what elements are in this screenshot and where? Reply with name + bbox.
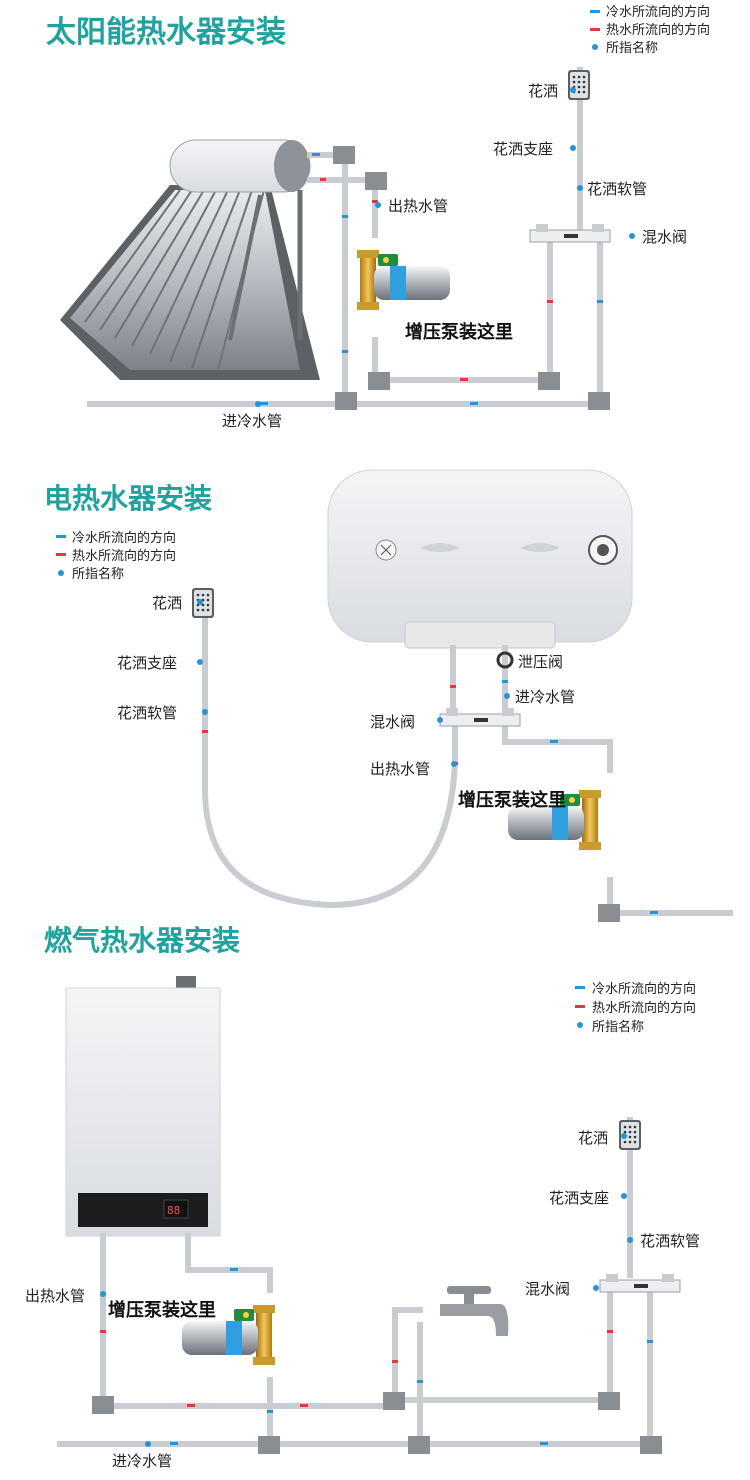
gas-label-mixing-valve: 混水阀: [525, 1280, 570, 1298]
legend-hot-label: 热水所流向的方向: [72, 548, 176, 564]
electric-shower-head-icon: [192, 588, 214, 618]
solar-label-shower-head: 花洒: [528, 82, 558, 100]
electric-water-heater: [328, 470, 632, 648]
name-dot-icon: [58, 570, 64, 576]
solar-section-title: 太阳能热水器安装: [46, 15, 286, 50]
gas-label-pump-here: 增压泵装这里: [108, 1299, 216, 1321]
hot-arrow-icon: [590, 28, 600, 31]
legend-hot-label: 热水所流向的方向: [606, 22, 710, 38]
solar-booster-pump: [357, 250, 450, 310]
name-dot-icon: [577, 1022, 583, 1028]
name-dot-icon: [592, 44, 598, 50]
electric-section-title: 电热水器安装: [44, 482, 212, 515]
gas-section-title: 燃气热水器安装: [44, 924, 240, 957]
gas-display-readout: 88: [167, 1204, 180, 1217]
legend-cold-label: 冷水所流向的方向: [72, 530, 176, 546]
legend-name-label: 所指名称: [606, 40, 658, 56]
electric-label-relief-valve: 泄压阀: [518, 653, 563, 671]
solar-label-mixing-valve: 混水阀: [642, 228, 687, 246]
electric-label-hot-outlet: 出热水管: [370, 760, 430, 778]
electric-label-shower-hose: 花洒软管: [117, 704, 177, 722]
legend-electric: 冷水所流向的方向 热水所流向的方向 所指名称: [56, 530, 176, 582]
legend-solar: 冷水所流向的方向 热水所流向的方向 所指名称: [590, 4, 710, 56]
cold-arrow-icon: [56, 535, 66, 538]
electric-label-cold-inlet: 进冷水管: [515, 688, 575, 706]
legend-gas: 冷水所流向的方向 热水所流向的方向 所指名称: [575, 981, 696, 1035]
legend-name-label: 所指名称: [72, 566, 124, 582]
faucet-icon: [440, 1286, 508, 1336]
gas-label-cold-inlet: 进冷水管: [112, 1452, 172, 1470]
solar-label-pump-here: 增压泵装这里: [405, 321, 513, 343]
electric-label-shower-head: 花洒: [152, 594, 182, 612]
hot-arrow-icon: [575, 1005, 585, 1008]
legend-cold-label: 冷水所流向的方向: [606, 4, 710, 20]
gas-label-shower-head: 花洒: [578, 1129, 608, 1147]
solar-label-shower-hose: 花洒软管: [587, 180, 647, 198]
gas-label-shower-holder: 花洒支座: [549, 1189, 609, 1207]
gas-mixing-valve: [600, 1274, 680, 1292]
gas-water-heater: 88: [66, 976, 220, 1236]
solar-label-shower-holder: 花洒支座: [493, 140, 553, 158]
legend-name-label: 所指名称: [592, 1019, 644, 1035]
gas-flow-arrows: [100, 1268, 653, 1445]
gas-label-shower-hose: 花洒软管: [640, 1232, 700, 1250]
hot-arrow-icon: [56, 553, 66, 556]
electric-pipes: [205, 620, 730, 922]
legend-hot-label: 热水所流向的方向: [592, 1000, 696, 1016]
solar-shower-head-icon: [568, 70, 590, 100]
solar-label-cold-inlet: 进冷水管: [222, 412, 282, 430]
solar-water-heater: [60, 140, 320, 380]
gas-label-hot-outlet: 出热水管: [25, 1287, 85, 1305]
legend-cold-label: 冷水所流向的方向: [592, 981, 696, 997]
electric-label-shower-holder: 花洒支座: [117, 654, 177, 672]
solar-mixing-valve: [530, 224, 610, 242]
solar-label-hot-outlet: 出热水管: [388, 197, 448, 215]
cold-arrow-icon: [590, 10, 600, 13]
electric-label-mixing-valve: 混水阀: [370, 713, 415, 731]
electric-mixing-valve: [440, 708, 520, 726]
cold-arrow-icon: [575, 986, 585, 989]
electric-label-pump-here: 增压泵装这里: [458, 789, 566, 811]
